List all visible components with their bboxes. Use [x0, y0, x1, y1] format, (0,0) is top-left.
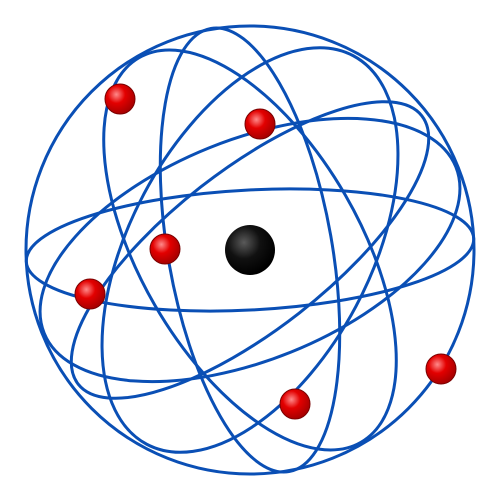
electron-top-left	[104, 83, 136, 115]
orbit-outer-sphere	[24, 24, 476, 476]
orbit-tilted-right	[100, 46, 400, 454]
orbit-vertical-center	[158, 26, 342, 474]
electron-inner-left	[149, 233, 181, 265]
electron-top-center	[244, 108, 276, 140]
nucleus	[225, 225, 275, 275]
orbit-group	[24, 24, 476, 476]
electron-left	[74, 278, 106, 310]
electron-right	[425, 353, 457, 385]
orbit-equator	[24, 187, 476, 313]
orbit-tilted-left	[102, 48, 398, 452]
electron-bottom-center	[279, 388, 311, 420]
orbit-tilted-wide-a	[38, 116, 462, 384]
orbit-tilted-wide-b	[69, 100, 431, 400]
electron-group	[74, 83, 457, 420]
